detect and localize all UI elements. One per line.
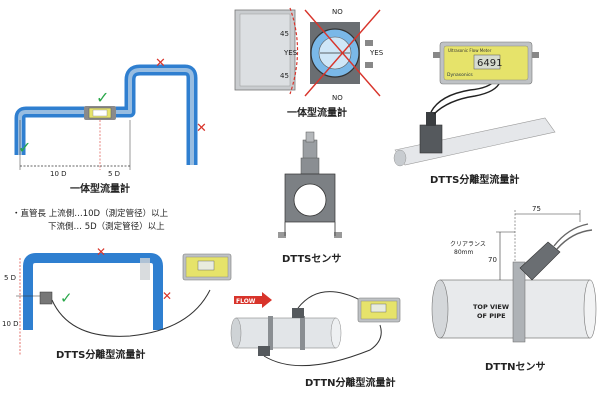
top-view-1: TOP VIEW [473, 303, 509, 311]
grey-pipe [394, 117, 556, 166]
check-icon: ✓ [60, 289, 73, 307]
dttn-sensor-top [292, 308, 304, 318]
cross-icon: ✕ [196, 121, 207, 136]
mount-orientation: 45 45 YES NO NO YES 一体型流量計 [234, 7, 384, 119]
dttn-strap [512, 261, 526, 343]
no-bottom: NO [332, 94, 343, 102]
dim-5d-left: 5 D [4, 274, 16, 282]
deg-top: 45 [280, 30, 289, 38]
dttn-pipe [235, 317, 337, 349]
integrated-pipe-run: ✓ ✓ ✕ ✕ 10 D 5 D 一体型流量計 ・直管長 上流側…10D（測定管… [12, 56, 207, 232]
dttn-sensor-head [519, 241, 561, 281]
caption-integrated-mount: 一体型流量計 [287, 106, 347, 119]
dtts-sensor-drawing: DTTSセンサ [278, 131, 342, 265]
caption-dttn-pipe: DTTN分離型流量計 [305, 376, 396, 389]
dim-10d: 10 D [50, 170, 67, 178]
dim-5d: 5 D [108, 170, 120, 178]
dtts-clamp [419, 124, 443, 154]
cross-icon: ✕ [155, 56, 166, 71]
dtts-meter-photo: Ultrasonic Flow Meter 6491 Dynasonics DT… [393, 41, 556, 186]
dim-70: 70 [488, 256, 497, 264]
dtts-pipe-run: ✓ ✕ ✕ 5 D 10 D DTTS分離型流量計 [2, 245, 232, 361]
no-top: NO [332, 8, 343, 16]
yes-right: YES [369, 49, 384, 57]
top-view-2: OF PIPE [477, 312, 506, 320]
dim-75: 75 [532, 205, 541, 213]
check-icon: ✓ [96, 88, 109, 107]
check-icon: ✓ [18, 138, 31, 157]
dim-10d-left: 10 D [2, 320, 19, 328]
clearance-label: クリアランス [450, 241, 486, 248]
caption-dttn-sensor: DTTNセンサ [485, 361, 546, 373]
red-x-line [304, 9, 381, 97]
device-header: Ultrasonic Flow Meter [448, 48, 492, 53]
clearance-value: 80mm [454, 249, 473, 256]
caption-dtts-pipe: DTTS分離型流量計 [56, 348, 145, 361]
flow-label: FLOW [236, 298, 256, 305]
caption-dtts-sensor: DTTSセンサ [282, 253, 341, 265]
deg-bottom: 45 [280, 72, 289, 80]
flow-arrow [234, 292, 272, 308]
cable [51, 289, 211, 337]
display-value: 6491 [477, 58, 502, 69]
dttn-sensor-bottom [258, 346, 270, 356]
caption-integrated-pipe: 一体型流量計 [70, 182, 130, 195]
brand-label: Dynasonics [447, 72, 473, 78]
caption-dtts-meter: DTTS分離型流量計 [430, 173, 519, 186]
cross-icon: ✕ [96, 245, 106, 259]
blue-pipe [23, 253, 163, 330]
dtts-sensor-small [39, 291, 53, 305]
cross-icon: ✕ [162, 289, 172, 303]
yes-left: YES [283, 49, 298, 57]
note-line-2: 下流側… 5D（測定管径）以上 [48, 221, 165, 232]
dttn-sensor-drawing: TOP VIEW OF PIPE 75 70 クリアランス 80mm DTTNセ… [431, 205, 597, 373]
note-line-1: ・直管長 上流側…10D（測定管径）以上 [12, 208, 169, 219]
dttn-pipe-drawing: FLOW DTTN分離型流量計 [230, 291, 401, 389]
